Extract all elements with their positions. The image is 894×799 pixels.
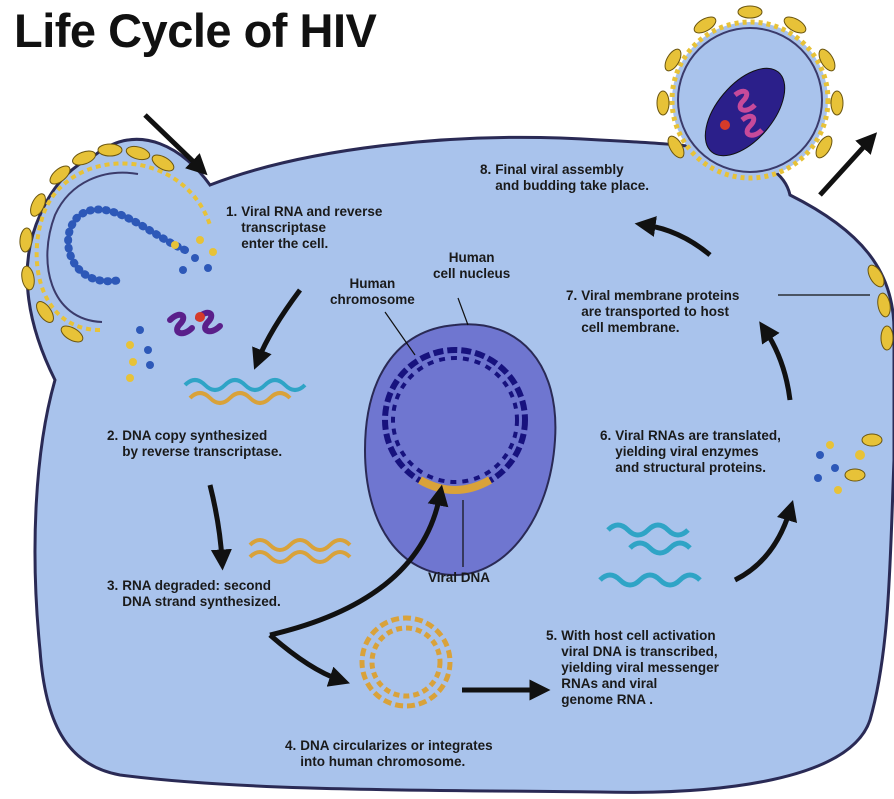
step-4-label: 4.DNA circularizes or integrates into hu…: [285, 738, 493, 770]
viral-dna-label: Viral DNA: [428, 570, 490, 586]
human-cell-nucleus-label: Human cell nucleus: [433, 250, 510, 282]
page-title: Life Cycle of HIV: [14, 6, 376, 55]
step-1-label: 1.Viral RNA and reverse transcriptase en…: [226, 204, 382, 252]
step-3-label: 3.RNA degraded: second DNA strand synthe…: [107, 578, 281, 610]
step-7-label: 7.Viral membrane proteins are transporte…: [566, 288, 739, 336]
step-5-label: 5.With host cell activation viral DNA is…: [546, 628, 719, 708]
step-2-label: 2.DNA copy synthesized by reverse transc…: [107, 428, 282, 460]
step-6-label: 6.Viral RNAs are translated, yielding vi…: [600, 428, 781, 476]
step-8-label: 8.Final viral assembly and budding take …: [480, 162, 649, 194]
human-chromosome-label: Human chromosome: [330, 276, 415, 308]
